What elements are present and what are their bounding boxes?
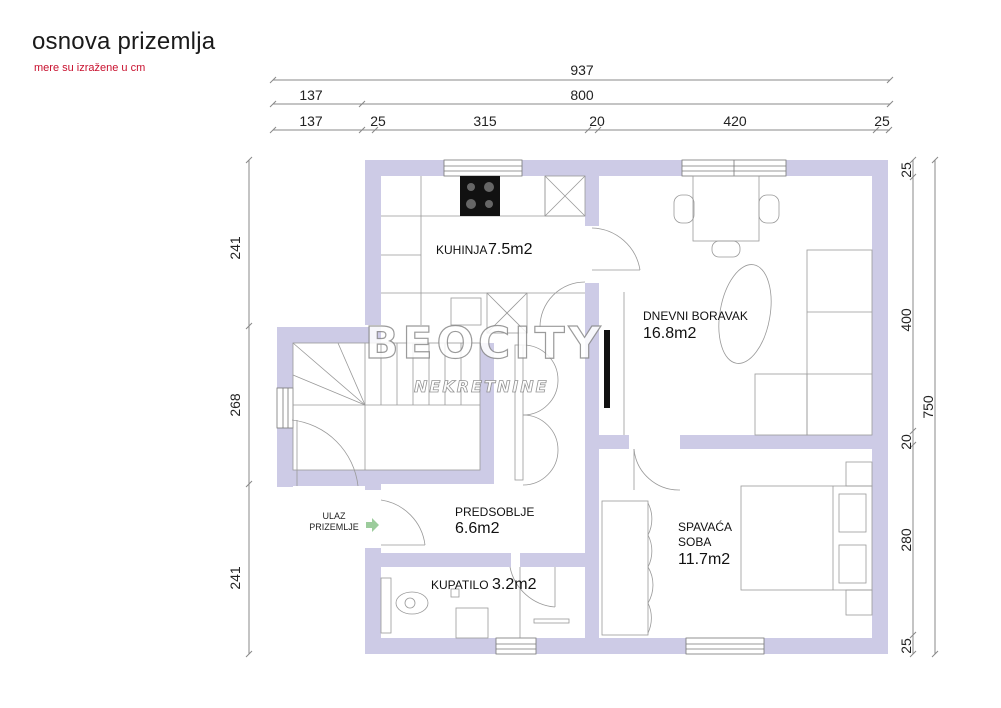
dim-top-row3-0: 137	[299, 113, 323, 129]
dim-top-row2-0: 137	[299, 87, 323, 103]
walls	[277, 160, 888, 654]
dim-top-total: 937	[570, 62, 594, 78]
watermark-sub: NEKRETNINE	[414, 377, 549, 396]
tv-unit	[604, 330, 610, 408]
dim-top-row3-4: 420	[723, 113, 747, 129]
dim-right-3: 280	[898, 528, 914, 552]
doors	[291, 227, 681, 608]
dim-top-row3-3: 20	[589, 113, 605, 129]
dim-top-row2-1: 800	[570, 87, 594, 103]
room-bedroom-name-1: SPAVAĆA	[678, 519, 732, 534]
bedroom-furniture	[601, 461, 873, 636]
room-hall-name: PREDSOBLJE	[455, 505, 534, 519]
windows	[276, 159, 787, 655]
dim-left-0: 241	[227, 236, 243, 260]
watermark-logo: BEOCITY	[365, 318, 605, 369]
dim-top-row3-1: 25	[370, 113, 386, 129]
room-bedroom-name-2: SOBA	[678, 535, 711, 549]
entry-label-2: PRIZEMLJE	[309, 522, 359, 532]
dim-left-2: 241	[227, 566, 243, 590]
entry-label-1: ULAZ	[322, 511, 346, 521]
room-kitchen-area: 7.5m2	[488, 241, 533, 258]
dim-left-1: 268	[227, 393, 243, 417]
arrow-right-icon	[366, 518, 379, 532]
dim-right-0: 25	[898, 162, 914, 178]
stairs	[292, 342, 481, 471]
room-bath-name: KUPATILO	[431, 578, 489, 592]
room-hall-area: 6.6m2	[455, 520, 500, 537]
room-living-area: 16.8m2	[643, 325, 696, 342]
dim-right-total: 750	[920, 395, 936, 419]
units-note: mere su izražene u cm	[34, 62, 146, 74]
bathroom-fixtures	[380, 567, 570, 639]
room-bedroom-area: 11.7m2	[678, 551, 730, 568]
dimension-lines-right	[909, 156, 939, 658]
living-furniture	[623, 175, 873, 436]
dim-top-row3-5: 25	[874, 113, 890, 129]
dim-right-2: 20	[898, 434, 914, 450]
stove-icon	[460, 176, 500, 216]
room-bath-area: 3.2m2	[492, 576, 537, 593]
dimension-lines-left	[245, 156, 253, 658]
dim-top-row3-2: 315	[473, 113, 497, 129]
room-kitchen-name: KUHINJA	[436, 243, 487, 257]
room-living-name: DNEVNI BORAVAK	[643, 309, 748, 323]
dimension-lines-top	[269, 76, 894, 134]
plan-title: osnova prizemlja	[32, 28, 216, 55]
dim-right-1: 400	[898, 308, 914, 332]
dim-right-4: 25	[898, 638, 914, 654]
